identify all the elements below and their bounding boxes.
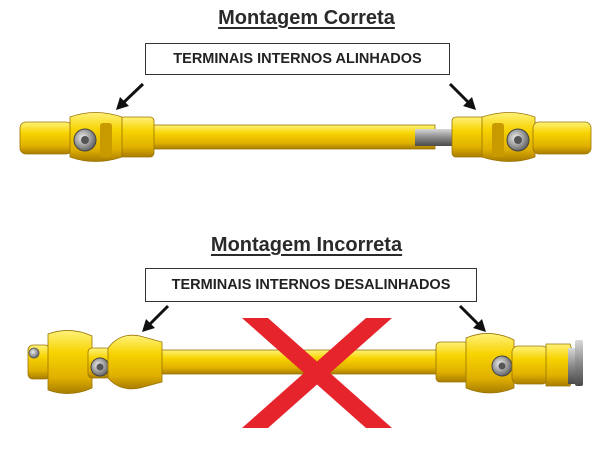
arrow-icon — [116, 82, 145, 110]
correct-assembly-title: Montagem Correta — [218, 7, 395, 29]
incorrect-assembly-title: Montagem Incorreta — [210, 234, 403, 256]
arrow-icon — [458, 304, 486, 332]
incorrect-assembly-label: TERMINAIS INTERNOS DESALINHADOS — [145, 268, 477, 302]
correct-assembly-label: TERMINAIS INTERNOS ALINHADOS — [145, 43, 450, 75]
arrow-icon — [448, 82, 476, 110]
arrow-icon — [142, 304, 170, 332]
correct-shaft — [19, 112, 592, 162]
cross-x-icon — [242, 318, 392, 428]
